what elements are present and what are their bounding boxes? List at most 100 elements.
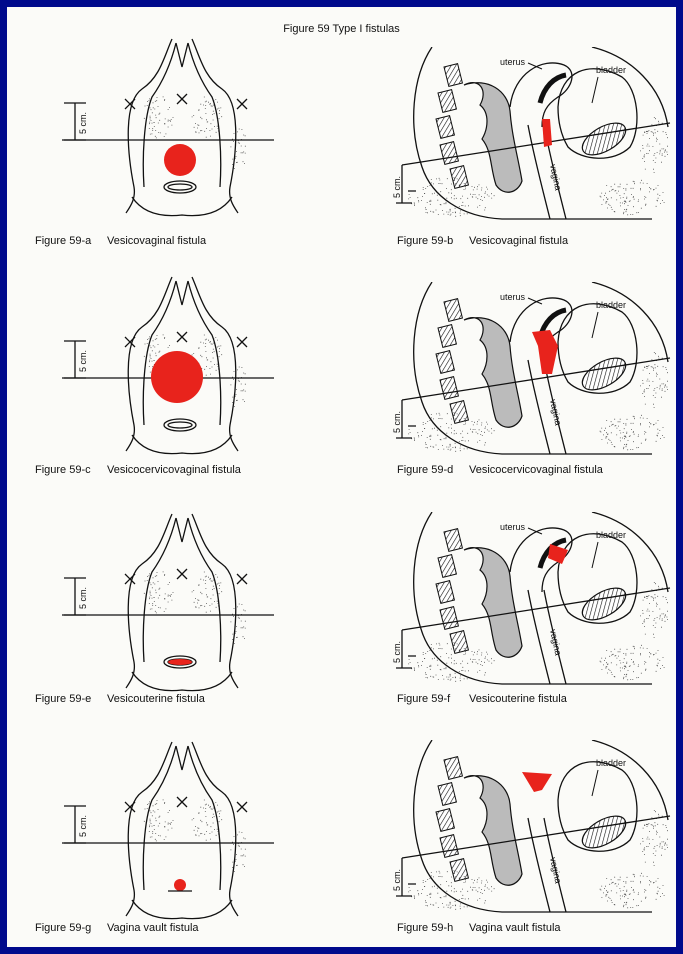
rectum bbox=[464, 548, 522, 658]
sacral-vertebra bbox=[438, 783, 456, 806]
scale-label: 5 cm. bbox=[392, 641, 402, 663]
right-labium-outline bbox=[192, 742, 238, 916]
skin-stipple bbox=[231, 367, 246, 407]
fistula-marker bbox=[522, 772, 552, 792]
suture-mark bbox=[237, 574, 247, 584]
sacral-vertebra bbox=[440, 377, 458, 400]
clitoral-hood bbox=[176, 43, 188, 67]
figure-caption: Vesicouterine fistula bbox=[107, 693, 205, 705]
figure-caption: Vesicocervicovaginal fistula bbox=[469, 464, 603, 476]
left-labium-outline bbox=[126, 742, 172, 916]
fistula-marker bbox=[532, 330, 558, 374]
fistula-marker bbox=[548, 544, 568, 564]
front-view-c: 5 cm. bbox=[52, 275, 282, 455]
scale-label: 5 cm. bbox=[392, 869, 402, 891]
figure-number: Figure 59-d bbox=[397, 464, 469, 476]
bladder-leader bbox=[592, 77, 598, 103]
rectum bbox=[464, 83, 522, 193]
sacral-vertebra bbox=[444, 64, 462, 87]
suture-mark bbox=[125, 99, 135, 109]
front-view-a: 5 cm. bbox=[52, 37, 282, 217]
skin-stipple bbox=[600, 645, 665, 680]
inner-right-outline bbox=[188, 746, 221, 890]
fistula-marker bbox=[168, 659, 192, 665]
sacral-vertebra bbox=[438, 325, 456, 348]
figure-number: Figure 59-f bbox=[397, 693, 469, 705]
suture-mark bbox=[177, 797, 187, 807]
bladder-leader bbox=[592, 770, 598, 796]
front-view-drawing: 5 cm. bbox=[62, 39, 274, 216]
uterus-label: uterus bbox=[500, 292, 526, 302]
pubic-bone bbox=[577, 352, 631, 397]
sacral-vertebra bbox=[440, 607, 458, 630]
uterus-leader bbox=[528, 63, 542, 69]
fistula-marker bbox=[151, 351, 203, 403]
sacral-vertebra bbox=[438, 90, 456, 113]
sacral-vertebra bbox=[436, 116, 454, 139]
page-title: Figure 59 Type I fistulas bbox=[7, 23, 676, 35]
pubic-bone bbox=[577, 810, 631, 855]
scale-label: 5 cm. bbox=[78, 587, 88, 609]
caption-59e: Figure 59-eVesicouterine fistula bbox=[35, 693, 205, 705]
left-labium-outline bbox=[126, 39, 172, 213]
skin-stipple bbox=[600, 873, 665, 908]
introitus bbox=[164, 181, 196, 193]
figure-page: Figure 59 Type I fistulas 5 cm. 5 cm. 5 … bbox=[7, 7, 676, 947]
figure-number: Figure 59-h bbox=[397, 922, 469, 934]
skin-stipple bbox=[408, 643, 494, 682]
skin-stipple bbox=[231, 604, 246, 644]
bladder-label: bladder bbox=[596, 530, 626, 540]
sacral-vertebra bbox=[440, 835, 458, 858]
uterus-leader bbox=[528, 298, 542, 304]
perineum-outline bbox=[132, 900, 232, 919]
sacral-vertebra bbox=[438, 555, 456, 578]
suture-mark bbox=[125, 337, 135, 347]
bladder-label: bladder bbox=[596, 758, 626, 768]
rectum bbox=[464, 776, 522, 886]
sacral-vertebra bbox=[436, 351, 454, 374]
scale-label: 5 cm. bbox=[78, 815, 88, 837]
figure-caption: Vagina vault fistula bbox=[107, 922, 199, 934]
suture-mark bbox=[237, 337, 247, 347]
introitus bbox=[164, 419, 196, 431]
scale-label: 5 cm. bbox=[392, 176, 402, 198]
clitoral-hood bbox=[176, 746, 188, 770]
sacral-vertebra bbox=[444, 299, 462, 322]
right-labium-outline bbox=[192, 514, 238, 688]
perineum-outline bbox=[132, 197, 232, 216]
vagina-label: vagina bbox=[548, 398, 563, 426]
figure-number: Figure 59-g bbox=[35, 922, 107, 934]
suture-mark bbox=[125, 802, 135, 812]
suture-mark bbox=[237, 802, 247, 812]
introitus-inner bbox=[168, 184, 192, 190]
figure-caption: Vesicocervicovaginal fistula bbox=[107, 464, 241, 476]
skin-stipple bbox=[144, 572, 174, 613]
sacral-vertebra bbox=[436, 581, 454, 604]
skin-stipple bbox=[231, 832, 246, 872]
inner-left-outline bbox=[143, 518, 176, 662]
front-view-drawing: 5 cm. bbox=[62, 514, 274, 691]
figure-number: Figure 59-b bbox=[397, 235, 469, 247]
pubic-bone bbox=[577, 582, 631, 627]
suture-mark bbox=[177, 332, 187, 342]
left-labium-outline bbox=[126, 514, 172, 688]
skin-stipple bbox=[600, 180, 665, 215]
fistula-marker bbox=[164, 144, 196, 176]
suture-mark bbox=[237, 99, 247, 109]
uterus-label: uterus bbox=[500, 57, 526, 67]
vagina-label: vagina bbox=[548, 628, 563, 656]
skin-stipple bbox=[408, 871, 494, 910]
scale-label: 5 cm. bbox=[78, 112, 88, 134]
inner-right-outline bbox=[188, 281, 221, 425]
suture-mark bbox=[177, 569, 187, 579]
vagina-label: vagina bbox=[548, 163, 563, 191]
skin-stipple bbox=[600, 415, 665, 450]
